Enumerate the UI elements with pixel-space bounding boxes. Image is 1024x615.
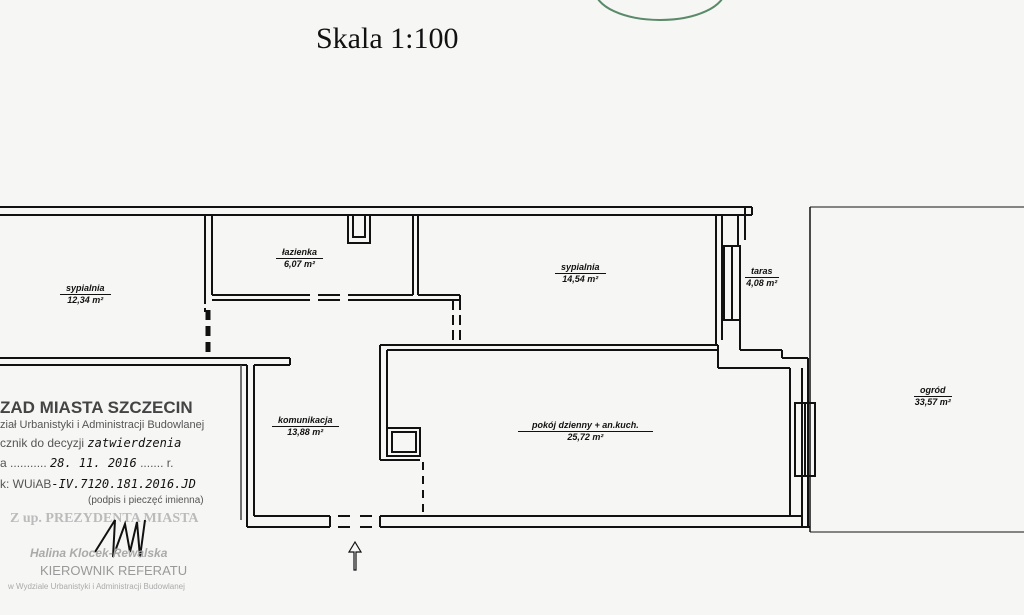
stamp-seal (597, 0, 723, 21)
stamp-office: ZAD MIASTA SZCZECIN (0, 398, 193, 417)
signature (94, 519, 146, 558)
ref-handwritten: -IV.7120.181.2016.JD (51, 477, 196, 491)
stamp-attachment: cznik do decyzji zatwierdzenia (0, 436, 181, 450)
stamp-department: ział Urbanistyki i Administracji Budowla… (0, 419, 205, 431)
attachment-handwritten: zatwierdzenia (87, 436, 182, 450)
stamp-ref: k: WUiAB-IV.7120.181.2016.JD (0, 477, 196, 491)
ref-prefix: k: WUiAB (0, 477, 52, 491)
stamp-signer: Halina Klocek-Rewalska (30, 546, 168, 560)
scale-title: Skala 1:100 (316, 22, 459, 55)
attachment-prefix: cznik do decyzji (0, 436, 85, 450)
date-prefix: a (0, 456, 7, 470)
stamp-date: a ........... 28. 11. 2016 ....... r. (0, 456, 174, 470)
date-suffix: r. (166, 456, 174, 470)
room-label: pokój dzienny + an.kuch.25,72 m² (518, 420, 653, 443)
stamp-signer-dept: w Wydziale Urbanistyki i Administracji B… (8, 582, 185, 591)
stamp-signer-title: KIEROWNIK REFERATU (40, 563, 188, 578)
arrow-up-icon (347, 540, 363, 571)
signature-caption: (podpis i pieczęć imienna) (88, 495, 204, 506)
date-handwritten: 28. 11. 2016 (50, 456, 137, 470)
stamp-authority: Z up. PREZYDENTA MIASTA (10, 511, 199, 526)
